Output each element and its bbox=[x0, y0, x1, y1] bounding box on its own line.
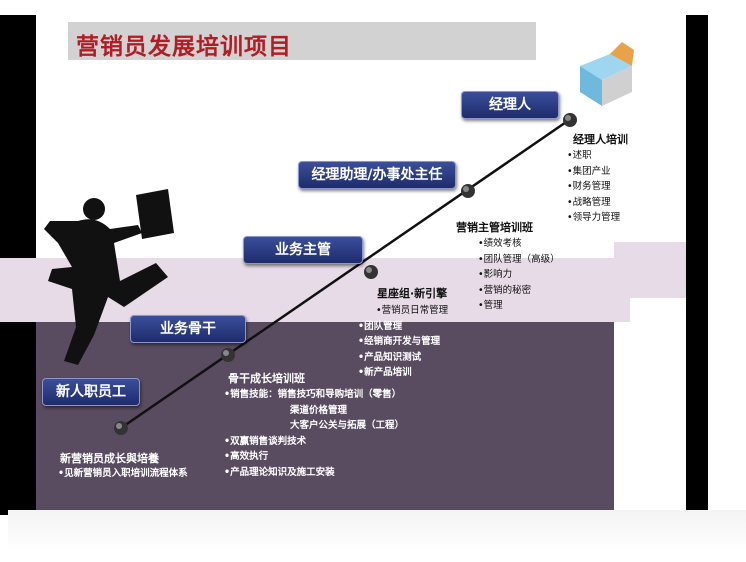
list-item: •财务管理 bbox=[567, 181, 611, 192]
list-item: •团队管理 bbox=[358, 320, 403, 332]
list-item: 大客户公关与拓展（工程） bbox=[290, 420, 405, 431]
list-item: •管理 bbox=[478, 300, 503, 311]
list-item: •见新营销员入职培训流程体系 bbox=[58, 468, 188, 479]
list-item: •团队管理（高级） bbox=[478, 253, 560, 265]
stage-supervisor: 业务主管 bbox=[243, 236, 363, 264]
cube-icon bbox=[580, 42, 634, 106]
star-group-list: •营销员日常管理 •团队管理 •经销商开发与管理 •产品知识测试 •新产品培训 bbox=[358, 303, 448, 381]
path-line bbox=[120, 116, 573, 430]
lavender-band-right bbox=[614, 242, 686, 298]
list-item: •销售技能：销售技巧和导购培训（零售） bbox=[224, 389, 402, 400]
list-item: •产品知识测试 bbox=[358, 351, 422, 363]
supervisor-heading: 营销主管培训班 bbox=[456, 221, 533, 234]
title-bar bbox=[68, 22, 536, 60]
newbie-list: •见新营销员入职培训流程体系 bbox=[58, 466, 188, 482]
list-item: •领导力管理 bbox=[567, 212, 621, 223]
floor-reflection bbox=[8, 510, 746, 555]
list-item: •绩效考核 bbox=[478, 238, 522, 249]
stage-assistant-manager: 经理助理/办事处主任 bbox=[298, 161, 456, 189]
newbie-heading: 新营销员成长與培養 bbox=[60, 452, 159, 465]
list-item: •产品理论知识及施工安装 bbox=[224, 466, 335, 478]
backbone-list: •销售技能：销售技巧和导购培训（零售） 渠道价格管理 大客户公关与拓展（工程） … bbox=[224, 387, 404, 480]
list-item: •经销商开发与管理 bbox=[358, 336, 441, 347]
stage-backbone: 业务骨干 bbox=[130, 315, 246, 343]
list-item: •影响力 bbox=[478, 269, 513, 280]
list-item: •集团产业 bbox=[567, 165, 611, 177]
path-node bbox=[461, 184, 475, 198]
list-item: •高效执行 bbox=[224, 451, 269, 462]
supervisor-list: •绩效考核 •团队管理（高级） •影响力 •营销的秘密 •管理 bbox=[478, 236, 560, 314]
list-item: •营销员日常管理 bbox=[376, 305, 449, 316]
path-node bbox=[364, 265, 378, 279]
star-group-heading: 星座组·新引擎 bbox=[377, 287, 448, 300]
list-item: •新产品培训 bbox=[358, 367, 412, 378]
stage-new-employee: 新人职员工 bbox=[42, 378, 140, 406]
climbing-figure-icon bbox=[44, 189, 174, 365]
list-item: •述职 bbox=[567, 150, 592, 161]
right-black-bar bbox=[686, 15, 708, 515]
list-item: 渠道价格管理 bbox=[290, 404, 348, 416]
manager-heading: 经理人培训 bbox=[573, 133, 628, 146]
backbone-heading: 骨干成长培训班 bbox=[228, 372, 305, 385]
list-item: •双赢销售谈判技术 bbox=[224, 435, 307, 447]
purple-band bbox=[36, 322, 614, 510]
manager-list: •述职 •集团产业 •财务管理 •战略管理 •领导力管理 bbox=[567, 148, 620, 226]
stage-manager: 经理人 bbox=[461, 91, 559, 119]
list-item: •战略管理 bbox=[567, 196, 611, 208]
path-node bbox=[114, 421, 128, 435]
list-item: •营销的秘密 bbox=[478, 284, 532, 296]
path-node bbox=[221, 348, 235, 362]
path-node bbox=[563, 113, 577, 127]
page-title: 营销员发展培训项目 bbox=[76, 33, 292, 60]
